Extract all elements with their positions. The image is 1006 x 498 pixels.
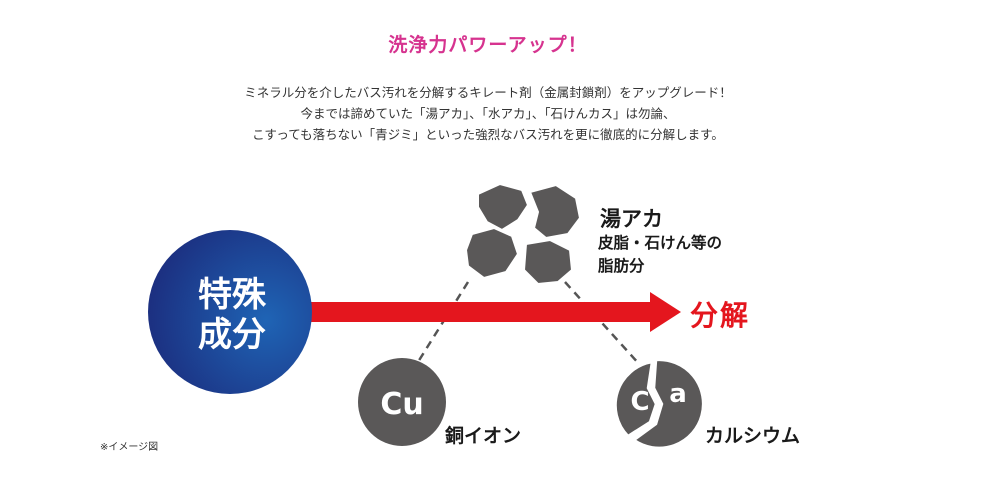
calcium-fragment-right (631, 358, 705, 450)
hot-water-scale-fragments (464, 182, 582, 286)
copper-ion-label: 銅イオン (445, 425, 522, 447)
scale-fragment (522, 238, 574, 286)
hot-water-scale-desc-line: 皮脂・石けん等の (598, 234, 723, 252)
arrow-shaft (300, 302, 655, 322)
description: ミネラル分を介したバス汚れを分解するキレート剤（金属封鎖剤）をアップグレード！ … (0, 82, 976, 145)
special-ingredient-circle (148, 230, 312, 394)
description-line: 今までは諦めていた「湯アカ」、「水アカ」、「石けんカス」は勿論、 (300, 106, 676, 121)
decompose-label: 分解 (690, 299, 751, 332)
scale-fragment (528, 183, 582, 240)
description-line: こすっても落ちない「青ジミ」といった強烈なバス汚れを更に徹底的に分解します。 (252, 127, 724, 142)
arrow-head (650, 292, 681, 332)
copper-ion-circle (358, 358, 446, 446)
image-note: ※イメージ図 (100, 442, 159, 453)
calcium-symbol-right: a (669, 379, 687, 409)
special-ingredient-label-line2: 成分 (198, 315, 266, 355)
scale-fragment (464, 226, 520, 280)
calcium-symbol-left: C (630, 387, 649, 417)
page-title: 洗浄力パワーアップ！ (388, 34, 588, 56)
description-line: ミネラル分を介したバス汚れを分解するキレート剤（金属封鎖剤）をアップグレード！ (244, 85, 732, 100)
scale-fragment (477, 182, 530, 232)
copper-ion-symbol: Cu (380, 387, 423, 422)
calcium-label: カルシウム (705, 425, 801, 447)
connector-line-calcium (564, 281, 641, 366)
hot-water-scale-desc-line: 脂肪分 (598, 257, 645, 275)
calcium-fragments (614, 358, 705, 450)
calcium-fragment-left (614, 360, 658, 438)
hot-water-scale-title: 湯アカ (600, 207, 663, 231)
hot-water-scale-description: 皮脂・石けん等の 脂肪分 (598, 232, 722, 278)
special-ingredient-label-line1: 特殊 (198, 275, 267, 315)
